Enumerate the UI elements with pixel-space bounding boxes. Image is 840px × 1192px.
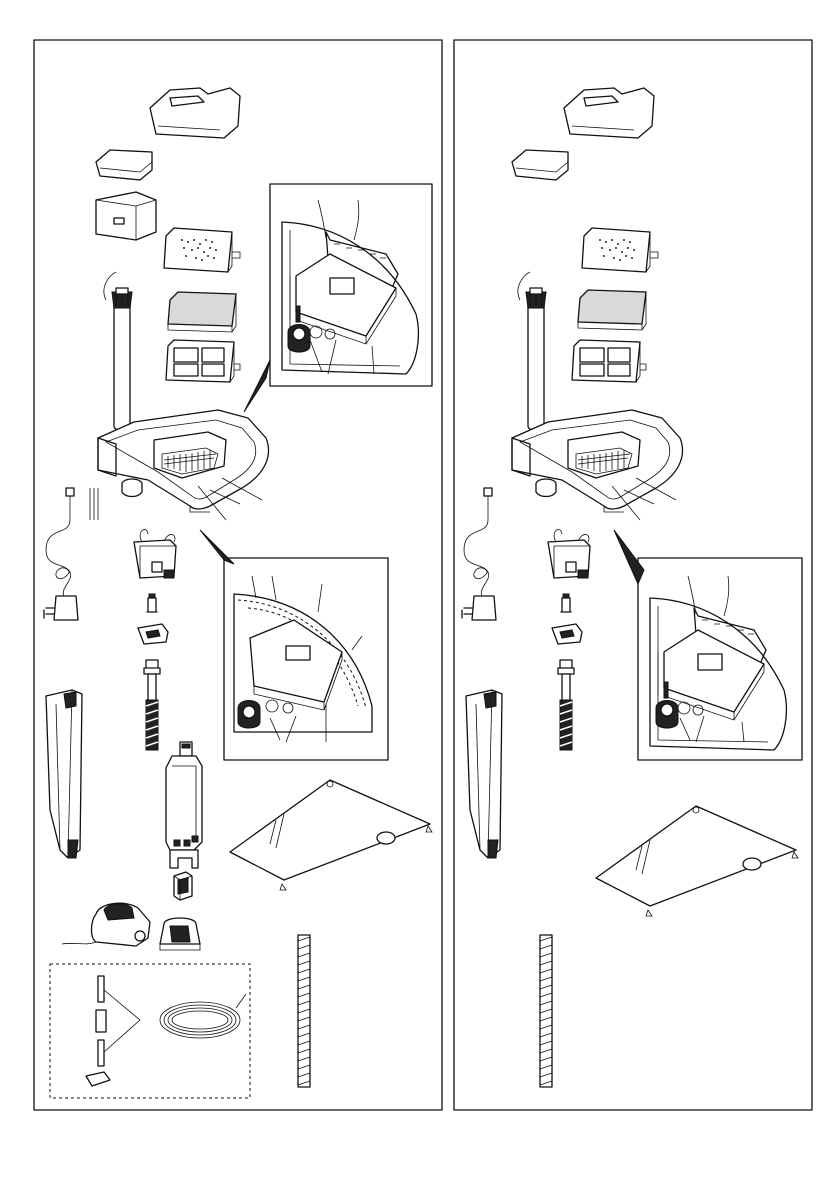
- air-pump-icon: [62, 903, 150, 946]
- lower-inset: [200, 530, 388, 760]
- carbon-pad-icon: [578, 290, 646, 330]
- right-panel: [454, 40, 812, 1110]
- lower-inset-callouts-lower: [270, 704, 326, 742]
- t-connector-icon: [86, 1072, 110, 1086]
- leg-support-icon: [466, 690, 502, 858]
- filter-sponge-icon: [164, 228, 240, 272]
- airline-tubing-icon: [160, 994, 246, 1038]
- heater-tube-icon: [518, 272, 546, 431]
- intake-tube-icon: [144, 660, 160, 750]
- check-valve-icon: [160, 918, 200, 950]
- air-curtain-tube-icon: [540, 935, 552, 1087]
- glass-panel-icon: [596, 806, 798, 916]
- lower-inset-detail-icon: [234, 594, 372, 732]
- filter-cartridge-icon: [166, 340, 240, 382]
- impeller-housing-icon: [96, 192, 156, 240]
- right-inset-detail-icon: [650, 598, 786, 750]
- impeller-cap-icon: [552, 624, 582, 644]
- uv-sterilizer-icon: [166, 742, 202, 868]
- impeller-cap-icon: [138, 624, 168, 644]
- right-inset: [614, 530, 802, 760]
- hood-lid-icon: [150, 88, 240, 138]
- airline-accessory-box: [50, 964, 250, 1098]
- top-inset-callouts-lower: [310, 340, 374, 374]
- airline-connector-2-icon: [98, 1040, 104, 1066]
- impeller-icon: [146, 594, 158, 612]
- air-curtain-tube-icon: [298, 935, 310, 1087]
- filter-cartridge-icon: [572, 340, 646, 382]
- top-inset-callouts-upper: [318, 200, 359, 240]
- pump-motor-icon: [548, 529, 590, 578]
- pump-motor-icon: [134, 529, 176, 578]
- filter-cover-icon: [512, 150, 568, 180]
- airline-connector-icon: [98, 976, 104, 1002]
- accessory-leader-lines: [104, 990, 140, 1052]
- top-inset-pointer: [244, 360, 270, 412]
- glass-panel-icon: [230, 780, 432, 890]
- check-valve-small-icon: [96, 1010, 106, 1032]
- left-panel: [34, 40, 442, 1110]
- power-cord-lines: [90, 488, 98, 520]
- power-adapter-icon: [462, 488, 496, 620]
- carbon-pad-icon: [168, 292, 236, 332]
- hood-lid-icon: [564, 88, 654, 138]
- heater-tube-icon: [104, 272, 132, 431]
- impeller-icon: [560, 594, 572, 612]
- right-panel-frame: [454, 40, 812, 1110]
- top-inset: [244, 184, 432, 412]
- air-stone-icon: [174, 872, 192, 900]
- filter-sponge-icon: [582, 228, 658, 272]
- leg-support-icon: [46, 690, 82, 858]
- top-inset-detail-icon: [282, 222, 418, 374]
- left-panel-frame: [34, 40, 442, 1110]
- filter-cover-icon: [96, 150, 152, 180]
- power-adapter-icon: [44, 488, 78, 620]
- intake-tube-icon: [558, 660, 574, 750]
- lower-inset-pointer: [200, 530, 234, 564]
- right-inset-pointer: [614, 530, 644, 584]
